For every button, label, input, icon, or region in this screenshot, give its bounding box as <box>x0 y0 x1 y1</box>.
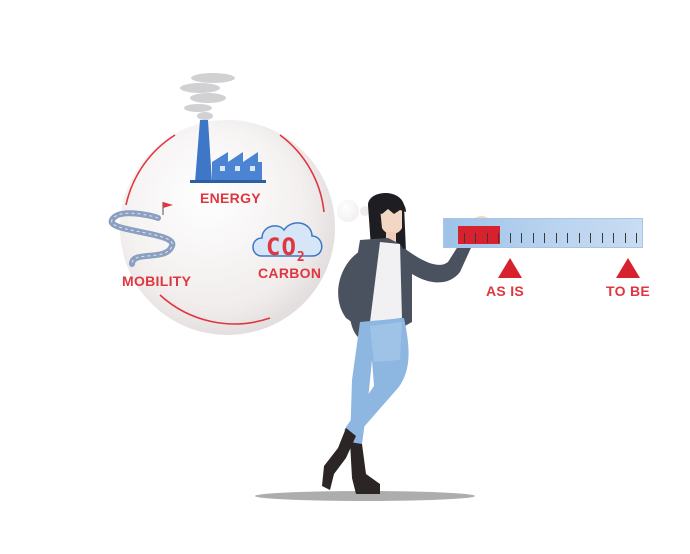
smoke-icon <box>180 73 235 120</box>
scale-tick <box>636 233 637 243</box>
co2-main: CO <box>266 233 297 261</box>
as-is-marker-icon <box>498 258 522 278</box>
scale-tick <box>475 233 476 243</box>
scale-tick <box>625 233 626 243</box>
scale-tick <box>567 233 568 243</box>
scale-tick <box>613 233 614 243</box>
scale-tick <box>533 233 534 243</box>
label-as-is: AS IS <box>486 283 525 299</box>
scale-tick <box>521 233 522 243</box>
flag-icon <box>162 202 173 215</box>
scale-tick <box>498 233 499 243</box>
scale-tick <box>487 233 488 243</box>
to-be-marker-icon <box>616 258 640 278</box>
label-to-be: TO BE <box>606 283 651 299</box>
thought-bubble-tiny <box>360 206 370 216</box>
scale-fill <box>458 226 500 244</box>
scale-tick <box>544 233 545 243</box>
scale-tick <box>464 233 465 243</box>
scale-tick <box>556 233 557 243</box>
progress-scale <box>443 218 643 248</box>
thought-bubble-small <box>337 200 359 222</box>
arc-left-top <box>125 134 176 206</box>
scale-tick <box>590 233 591 243</box>
co2-text: CO2 <box>266 233 306 265</box>
scale-tick <box>602 233 603 243</box>
co2-subscript: 2 <box>296 249 306 265</box>
arc-right-top <box>279 134 325 213</box>
label-energy: ENERGY <box>200 190 261 206</box>
label-carbon: CARBON <box>258 265 322 281</box>
label-mobility: MOBILITY <box>122 273 192 289</box>
scale-tick <box>579 233 580 243</box>
ground-shadow <box>255 491 475 501</box>
cloud-icon <box>252 222 323 257</box>
factory-icon <box>190 120 266 183</box>
arc-bottom <box>159 294 271 325</box>
scale-tick <box>510 233 511 243</box>
winding-road-icon <box>108 210 176 267</box>
